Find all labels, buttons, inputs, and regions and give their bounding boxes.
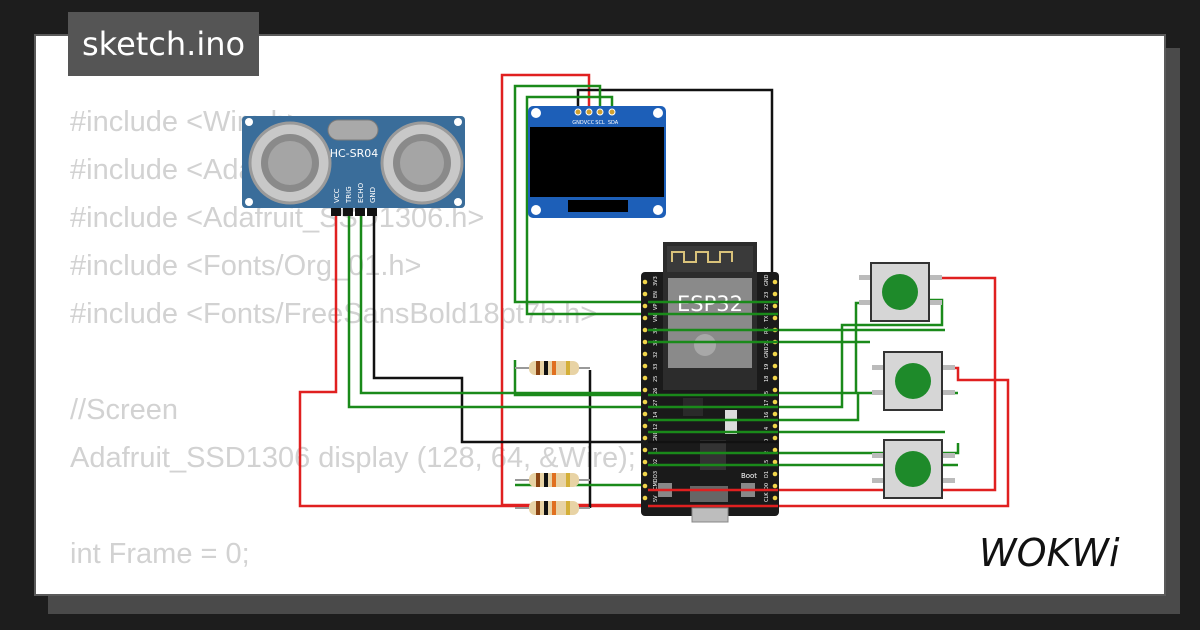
resistor-2[interactable]: [515, 473, 590, 487]
pin-label: VP: [653, 304, 659, 310]
pin-label: TX: [764, 315, 770, 323]
oled-display[interactable]: GND VCC SCL SDA: [528, 106, 666, 218]
pin-label: 0: [764, 439, 770, 442]
wokwi-logo: WOKWi: [975, 524, 1153, 580]
pin-label: 27: [653, 400, 659, 406]
pin-label: 26: [653, 388, 659, 394]
pin-label: D0: [764, 483, 770, 490]
pin-label: GND: [369, 187, 377, 203]
logo-text: WOKWi: [979, 531, 1120, 575]
pin-label: GND: [653, 430, 659, 442]
sensor-label: HC-SR04: [330, 147, 379, 160]
wire-red: [298, 212, 1010, 508]
transducer-right: [380, 121, 464, 205]
pin-label: 5: [764, 391, 770, 394]
pin-label: D1: [764, 471, 770, 478]
wire-red: [770, 276, 997, 492]
pin-label: 4: [764, 427, 770, 430]
pin-label: GND: [572, 120, 584, 126]
pin-label: 14: [653, 412, 659, 418]
pin-label: 16: [764, 412, 770, 418]
transducer-left: [248, 121, 332, 205]
file-tab[interactable]: sketch.ino: [68, 12, 260, 76]
pin-label: 17: [764, 400, 770, 406]
resistor-3[interactable]: [515, 501, 590, 515]
pin-label: CMD: [653, 478, 659, 490]
pin-label: VCC: [584, 120, 595, 126]
mcu-label: ESP32: [677, 292, 743, 316]
pin-label: EN: [653, 291, 659, 298]
push-button-3[interactable]: [872, 439, 955, 499]
esp32-board[interactable]: ESP32 Boot 3V3 EN VP VN 34 35 32 33 25 2…: [641, 242, 779, 523]
pin-label: VN: [653, 315, 659, 322]
pin-label: 22: [764, 304, 770, 310]
wire-black: [576, 88, 774, 278]
pin-label: 15: [764, 460, 770, 466]
pin-label: 3V3: [653, 276, 659, 286]
pin-label: GND: [764, 274, 770, 286]
wires-front: [648, 300, 778, 508]
pin-label: 33: [653, 364, 659, 370]
code-line: //Screen: [70, 394, 178, 426]
boot-label: Boot: [741, 472, 757, 480]
wire-green: [513, 360, 648, 397]
pin-label: D3: [653, 471, 659, 478]
pin-label: 25: [653, 376, 659, 382]
oled-screen: [530, 127, 664, 197]
pin-label: 18: [764, 376, 770, 382]
pin-label: SCL: [595, 120, 605, 126]
pin-label: CLK: [764, 492, 770, 502]
push-button-2[interactable]: [872, 351, 955, 411]
pin-label: 13: [653, 448, 659, 454]
usb-port: [690, 486, 728, 502]
pin-label: 5V: [653, 495, 659, 502]
left-pin-header: 3V3 EN VP VN 34 35 32 33 25 26 27 14 12 …: [642, 276, 659, 502]
wire-black: [372, 212, 648, 444]
code-line: #include <Fonts/Org_01.h>: [70, 250, 422, 282]
pin-label: TRIG: [345, 186, 353, 204]
pin-label: D2: [653, 459, 659, 466]
pin-label: VCC: [333, 188, 341, 203]
code-line: Adafruit_SSD1306 display (128, 64, &Wire…: [70, 442, 636, 474]
resistor-1[interactable]: [515, 361, 590, 375]
wire-green: [525, 95, 778, 316]
pin-label: SDA: [608, 120, 619, 126]
code-line: int Frame = 0;: [70, 538, 250, 570]
pin-label: GND: [764, 346, 770, 358]
pin-label: 32: [653, 352, 659, 358]
pin-label: 23: [764, 292, 770, 298]
pin-label: ECHO: [357, 182, 365, 203]
push-button-1[interactable]: [859, 262, 942, 322]
pin-label: 19: [764, 364, 770, 370]
wire-green: [513, 84, 778, 304]
pin-label: 12: [653, 424, 659, 430]
ultrasonic-sensor[interactable]: HC-SR04 VCC TRIG ECHO GND: [242, 116, 465, 216]
